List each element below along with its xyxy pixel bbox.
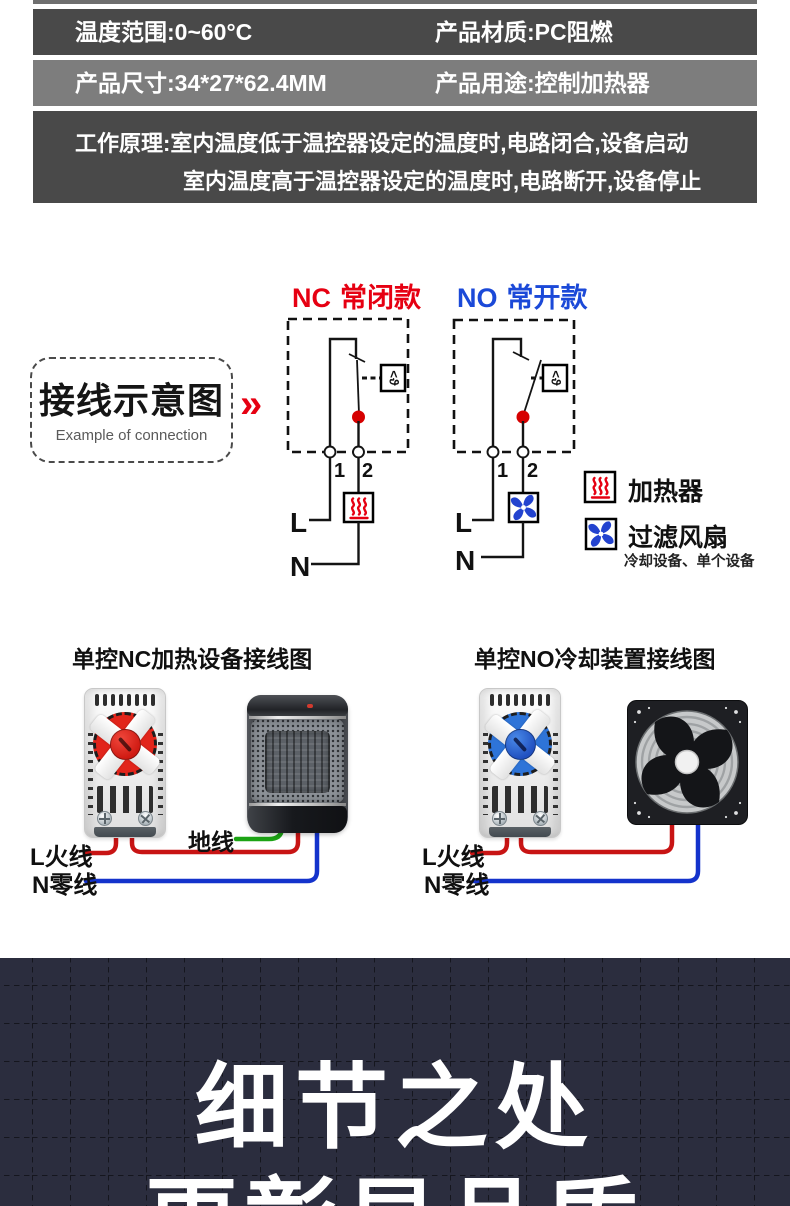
live-wire-label-left: L火线 [30,844,93,871]
spec-row-1: 温度范围:0~60°C 产品材质:PC阻燃 [33,9,757,55]
nc-wiring-title: 单控NC加热设备接线图 [72,646,313,672]
footer-headline-line2: 更彰显品质 [0,1172,790,1206]
connection-subtitle: Example of connection [55,427,208,444]
nc-code: NC [292,283,331,313]
neutral-wire-label-left: N零线 [32,872,98,899]
thermostat-side-vents [552,733,558,815]
nc-terminal-1-number: 1 [334,460,345,482]
thermostat-dial [488,712,552,776]
no-circuit-diagram: <ϑ 1 2 L N [452,318,576,576]
nc-terminal-1 [323,445,337,459]
no-circuit-title: NO 常开款 [457,276,588,315]
legend-fan-label: 过滤风扇 [628,524,729,552]
thermostat-side-vents [157,733,163,815]
no-terminal-1-number: 1 [497,460,508,482]
thermostat-top-vents [480,694,560,706]
live-wire-label-right: L火线 [422,844,485,871]
thermostat-side-vents [87,733,93,815]
no-wiring-title: 单控NO冷却装置接线图 [474,646,716,672]
dial-knob [109,728,141,760]
no-name: 常开款 [506,283,588,313]
nc-name: 常闭款 [340,283,421,313]
nc-live-label: L [290,507,307,538]
heater-chrome-ring [249,803,346,806]
nc-terminal-2-number: 2 [362,460,373,482]
legend-heater-label: 加热器 [628,478,704,506]
working-principle-line2: 室内温度高于温控器设定的温度时,电路断开,设备停止 [183,169,702,194]
thermostat-lower-vents [97,786,153,813]
spec-material: 产品材质:PC阻燃 [435,19,613,45]
nc-neutral-label: N [290,551,310,582]
terminal-screw [97,811,112,826]
legend-symbols [583,470,618,551]
connection-title: 接线示意图 [38,380,224,421]
no-terminal-2 [516,445,530,459]
chevron-right-icon: » [240,382,263,426]
no-live-label: L [455,507,472,538]
thermostat-base [94,827,156,837]
no-neutral-label: N [455,545,475,576]
fan-hub [674,749,700,775]
neutral-wire-label-right: N零线 [424,872,490,899]
heater-mesh [251,719,344,803]
no-code: NO [457,283,498,313]
thermostat-lower-vents [492,786,548,813]
spec-usage: 产品用途:控制加热器 [435,70,650,96]
no-contact-dot [516,410,530,424]
heater-led [307,704,313,708]
dial-knob [504,728,536,760]
exhaust-fan-device [627,700,748,825]
dashed-grid-pattern [0,958,790,1206]
heater-icon [349,497,369,520]
heater-grill [265,731,330,793]
terminal-screw [492,811,507,826]
no-terminal-1 [486,445,500,459]
right-wiring-wires [469,821,701,884]
footer-headline-line1: 细节之处 [195,1056,595,1160]
heater-device [247,695,348,833]
connection-example-badge: 接线示意图 Example of connection [30,357,233,463]
heater-top-cap [247,695,348,716]
nc-circuit-diagram: <ϑ 1 2 L N [286,317,410,582]
table-row-partial [33,0,757,4]
spec-dimensions: 产品尺寸:34*27*62.4MM [75,70,327,96]
no-terminal-2-number: 2 [527,460,538,482]
ground-wire-label: 地线 [188,829,234,855]
nc-sensor-symbol: <ϑ [387,370,402,386]
spec-temperature-range: 温度范围:0~60°C [75,19,253,45]
working-principle-line1: 工作原理:室内温度低于温控器设定的温度时,电路闭合,设备启动 [75,131,689,156]
no-dashed-box [452,318,576,454]
heater-icon [590,476,611,499]
nc-terminal-2 [352,445,365,459]
nc-sensor-box [379,363,407,393]
heater-base [248,806,347,833]
footer-banner: 细节之处 更彰显品质 [0,958,790,1206]
thermostat-top-vents [85,694,165,706]
thermostat-base [489,827,551,837]
no-sensor-box [541,363,569,393]
thermostat-no-device [479,688,561,838]
thermostat-side-vents [482,733,488,815]
nc-contact-dot [352,410,365,424]
thermostat-nc-device [84,688,166,838]
spec-row-2: 产品尺寸:34*27*62.4MM 产品用途:控制加热器 [33,60,757,106]
fan-screws [633,706,742,819]
heater-chrome-ring [249,716,346,719]
spec-row-principle: 工作原理:室内温度低于温控器设定的温度时,电路闭合,设备启动 室内温度高于温控器… [33,111,757,203]
nc-circuit-title: NC 常闭款 [292,276,421,315]
legend-fan-subtext: 冷却设备、单个设备 [624,554,755,570]
nc-dashed-box [286,317,410,454]
thermostat-dial [93,712,157,776]
no-sensor-symbol: <ϑ [549,370,564,386]
